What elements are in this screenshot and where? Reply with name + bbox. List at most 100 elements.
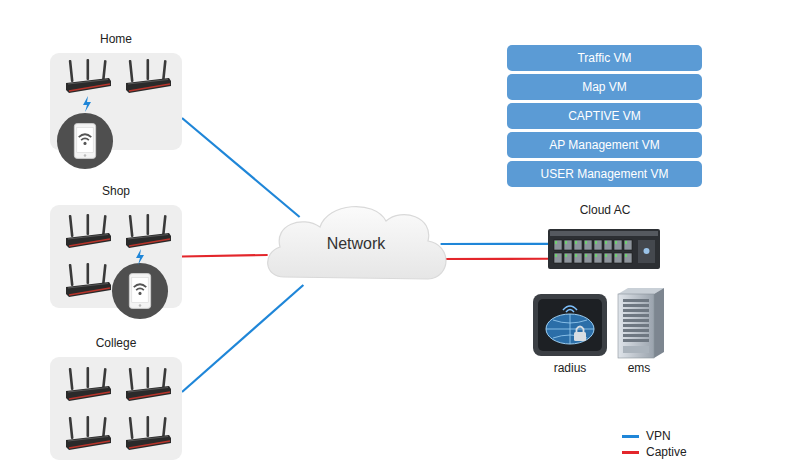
network-link [182,255,268,257]
server-top [550,231,658,236]
node-panel: College [50,357,182,460]
router-icon [124,214,172,250]
drive-led [595,241,597,244]
router-icon-shape [126,367,171,401]
node-vm: CAPTIVE VM [507,103,702,129]
drive-slot [623,319,649,322]
network-link [441,258,548,260]
network-link [441,243,548,245]
drive-bay [624,253,632,263]
legend-text: VPN [646,429,671,443]
phone-icon-shape [112,263,168,319]
drive-bay [594,240,602,250]
drive-slot [623,324,649,327]
drive-bay [564,253,572,263]
drive-led [625,254,627,257]
vm-label: Traffic VM [577,51,631,65]
server-panel [638,240,655,263]
drive-led [565,241,567,244]
router-icon-shape [126,59,171,93]
legend-swatch [622,451,639,454]
node-vm: Traffic VM [507,45,702,71]
router-icon-shape [66,367,111,401]
node-panel: Home [50,53,182,150]
router-icon [64,59,112,95]
drive-slot [623,334,649,337]
tower-front [618,294,654,358]
phone-icon [56,112,114,170]
drive-led [625,241,627,244]
router-icon-shape [126,214,171,248]
drive-slot [623,309,649,312]
group-heading: Shop [30,184,202,198]
cloud-label: Network [262,235,450,253]
router-icon [124,367,172,403]
globe [546,314,594,344]
vm-label: CAPTIVE VM [568,109,641,123]
wireless-bolt [82,96,92,112]
drive-led [575,254,577,257]
network-link [182,118,300,217]
group-heading: Home [30,32,202,46]
group-heading: College [30,336,202,350]
tower-side [654,288,664,358]
drive-slot [623,329,649,332]
wireless-bolt [135,249,145,265]
wireless-bolt-shape [83,96,91,112]
network-link [182,285,303,392]
vm-label: Map VM [582,80,627,94]
signal-arcs [563,306,577,312]
drive-bay [624,240,632,250]
radius-screen [538,299,602,351]
router-icon-shape [66,416,111,450]
node-vm: Map VM [507,74,702,100]
lock-shackle [577,327,584,333]
drive-bay [604,253,612,263]
server-illustration [548,229,660,269]
drive-led [585,254,587,257]
router-icon-shape [66,263,111,297]
server-body [548,229,660,269]
drive-bay [564,240,572,250]
drive-led [585,241,587,244]
node-tower: ems [610,286,668,378]
phone-icon [111,262,169,320]
drive-bay [584,253,592,263]
drive-slot [623,339,649,342]
drive-led [605,254,607,257]
node-panel: Shop [50,205,182,308]
drive-led [555,241,557,244]
vm-label: USER Management VM [540,167,668,181]
legend-row: VPN [622,429,671,443]
router-icon [64,214,112,250]
router-icon [64,263,112,299]
drive-bay [554,240,562,250]
node-vm: AP Management VM [507,132,702,158]
drive-led [565,254,567,257]
radius-illustration [533,294,607,356]
radius-frame [533,294,607,356]
legend-text: Captive [646,445,687,459]
legend-swatch [622,435,639,438]
drive-bay [554,253,562,263]
ems-illustration [614,288,664,360]
drive-slot [623,299,649,302]
server-label: Cloud AC [525,203,685,217]
router-icon-shape [126,416,171,450]
drive-bay [574,253,582,263]
router-icon [64,416,112,452]
drive-slot [623,314,649,317]
drive-led [555,254,557,257]
drive-led [595,254,597,257]
router-icon [124,59,172,95]
phone-icon-shape [57,113,113,169]
globe-outline [546,314,594,344]
drive-led [615,254,617,257]
power-button [644,248,650,254]
globe-lines [546,314,594,344]
wireless-bolt-shape [136,249,144,265]
drive-led [615,241,617,244]
drive-bay [574,240,582,250]
node-server: Cloud AC [545,203,665,271]
